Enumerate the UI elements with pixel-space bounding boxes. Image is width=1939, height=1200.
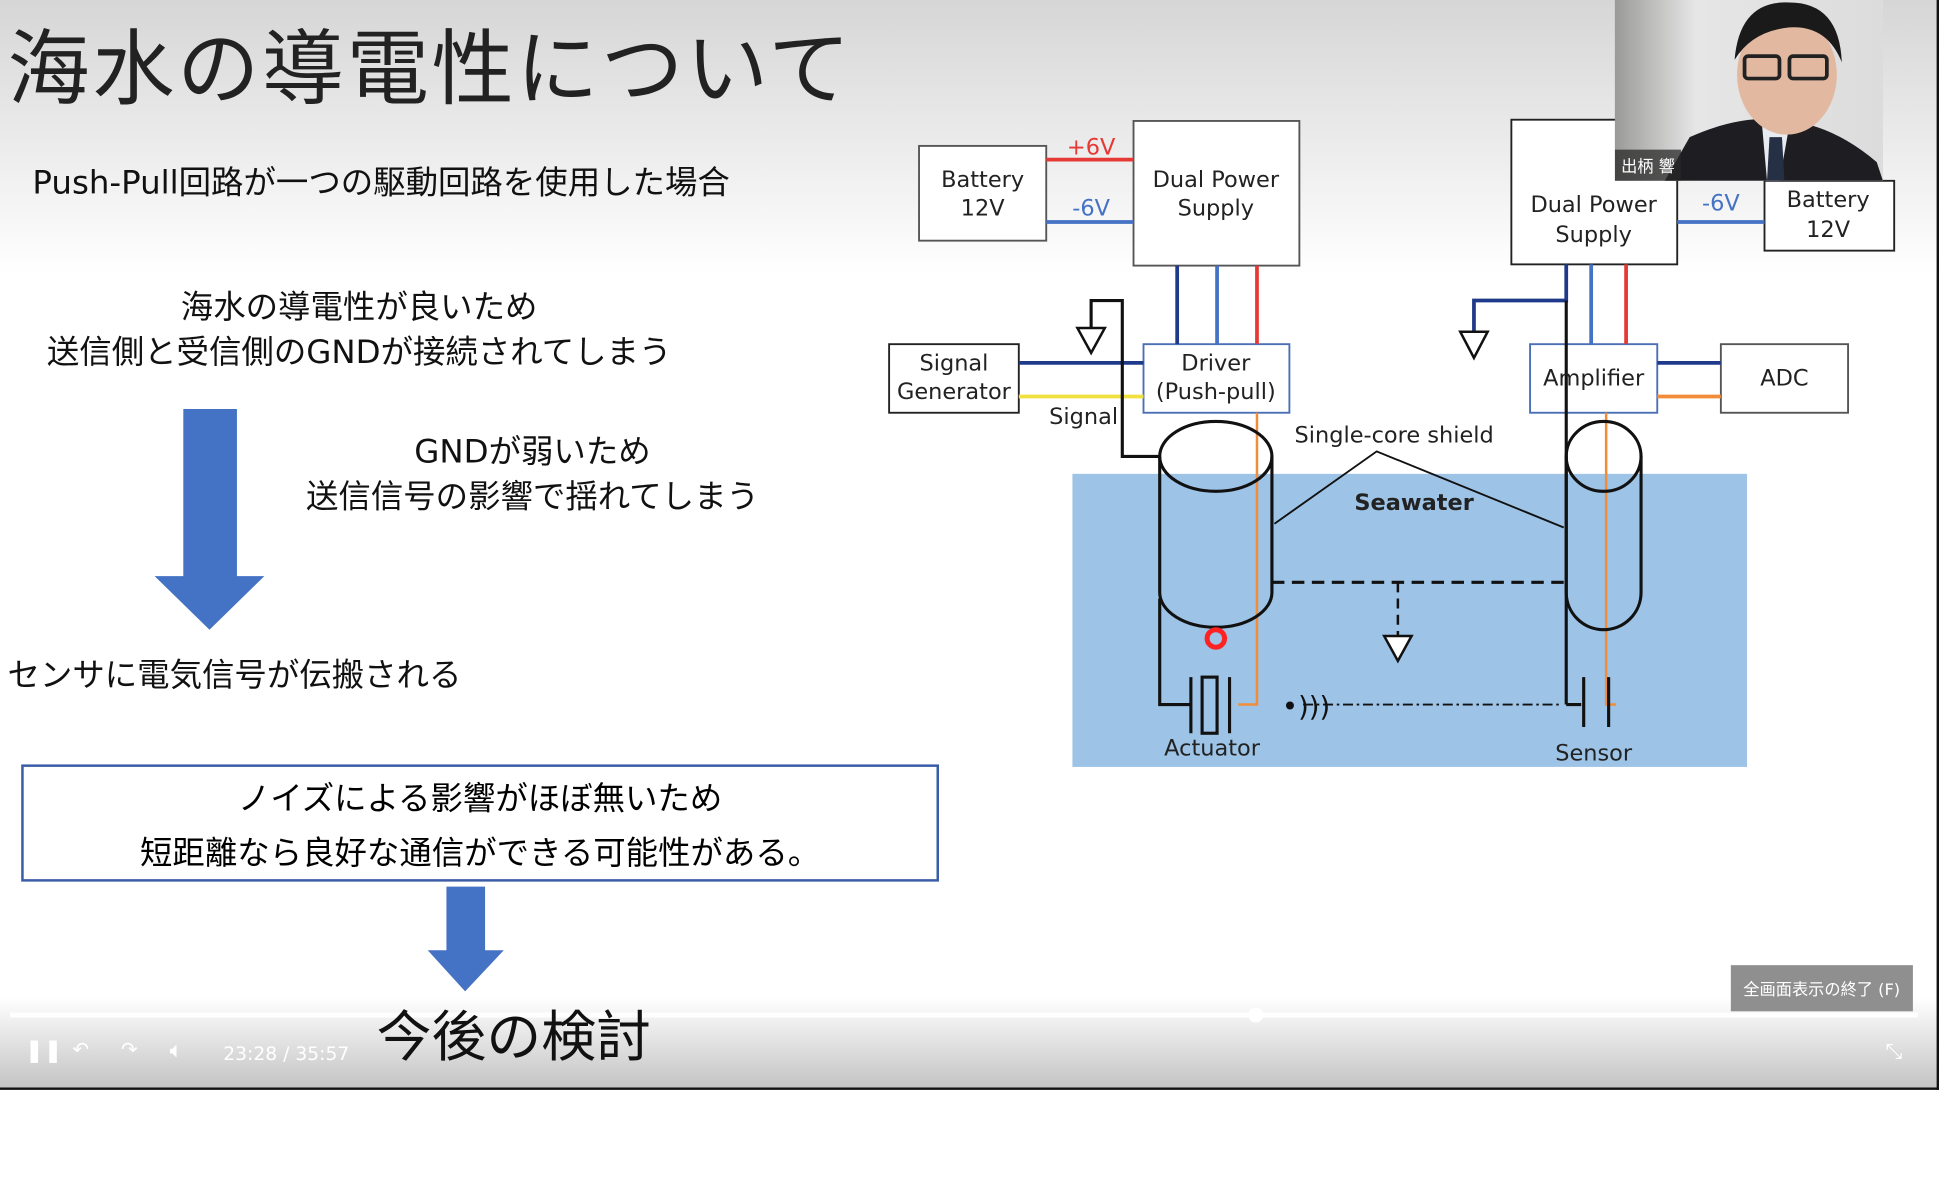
minus6-label: -6V	[1072, 196, 1110, 222]
video-frame[interactable]: 海水の導電性について Push-Pull回路が一つの駆動回路を使用した場合 海水…	[0, 0, 1939, 1090]
sound-wave-icon: •)))	[1282, 692, 1330, 723]
amplifier-label: Amplifier	[1543, 365, 1645, 391]
pause-icon[interactable]: ❚❚	[24, 1037, 63, 1064]
laser-pointer	[1204, 627, 1228, 650]
psu-right-label-2: Supply	[1555, 222, 1631, 248]
driver-box	[1142, 343, 1291, 414]
driver-label: Driver	[1181, 350, 1251, 376]
webcam-overlay: 出柄 響	[1614, 0, 1883, 181]
sensor-label: Sensor	[1555, 741, 1633, 767]
point-2: GNDが弱いため 送信信号の影響で揺れてしまう	[277, 430, 788, 520]
seawater-label: Seawater	[1354, 490, 1473, 516]
rewind-10-icon[interactable]: ↶	[72, 1037, 90, 1062]
shield-label: Single-core shield	[1295, 423, 1494, 449]
battery-right-box	[1763, 179, 1896, 252]
battery-left-voltage: 12V	[961, 196, 1006, 222]
battery-left-box	[918, 144, 1048, 242]
conclusion-line-2: 短距離なら良好な通信ができる可能性がある。	[139, 835, 821, 873]
plus6-label: +6V	[1067, 135, 1116, 161]
signal-label: Signal	[1049, 404, 1118, 430]
psu-left-label: Dual Power	[1153, 167, 1280, 193]
battery-right-voltage: 12V	[1806, 217, 1851, 243]
actuator-label: Actuator	[1164, 736, 1261, 762]
conclusion-line-1: ノイズによる影響がほぼ無いため	[237, 780, 723, 819]
amplifier-box	[1529, 343, 1659, 414]
down-arrow-small	[427, 886, 504, 992]
exit-fullscreen-tooltip: 全画面表示の終了 (F)	[1730, 965, 1913, 1012]
psu-left-label-2: Supply	[1178, 196, 1254, 222]
duration: 35:57	[295, 1042, 350, 1065]
adc-label: ADC	[1760, 365, 1808, 391]
minus6-right-label: -6V	[1702, 191, 1740, 217]
seawater-area	[1072, 473, 1748, 767]
driver-label-2: (Push-pull)	[1156, 379, 1276, 405]
point-2-line-1: GNDが弱いため	[414, 433, 651, 472]
down-arrow-large	[154, 409, 265, 630]
conclusion-box: ノイズによる影響がほぼ無いため短距離なら良好な通信ができる可能性がある。	[21, 764, 939, 882]
point-2-line-2: 送信信号の影響で揺れてしまう	[305, 478, 759, 517]
point-1-line-1: 海水の導電性が良いため	[180, 289, 538, 327]
psu-right-label: Dual Power	[1530, 192, 1657, 218]
time-display: 23:28 / 35:57	[223, 1042, 349, 1064]
result-text: センサに電気信号が伝搬される	[7, 657, 462, 695]
battery-left-label: Battery	[941, 167, 1024, 193]
point-1: 海水の導電性が良いため 送信側と受信側のGNDが接続されてしまう	[10, 286, 708, 376]
signal-generator-box	[888, 343, 1020, 414]
circuit-diagram: •))) Battery 12V Dual Power Supply +6V -…	[888, 118, 1896, 767]
psu-left-box	[1132, 120, 1301, 267]
slide-subtitle: Push-Pull回路が一つの駆動回路を使用した場合	[32, 164, 730, 203]
forward-10-icon[interactable]: ↷	[120, 1037, 138, 1062]
slide-title: 海水の導電性について	[7, 21, 853, 118]
signal-generator-label-2: Generator	[897, 379, 1012, 405]
current-time: 23:28	[223, 1042, 278, 1065]
exit-fullscreen-icon[interactable]: ⤡	[1885, 1039, 1903, 1065]
signal-generator-label: Signal	[919, 350, 988, 376]
point-1-line-2: 送信側と受信側のGNDが接続されてしまう	[46, 334, 672, 372]
seek-thumb[interactable]	[1248, 1007, 1264, 1023]
battery-right-label: Battery	[1787, 187, 1870, 213]
speaker-video	[1664, 2, 1883, 181]
adc-box	[1719, 343, 1849, 414]
arrows	[154, 409, 504, 992]
next-steps-heading: 今後の検討	[376, 1006, 651, 1070]
volume-icon[interactable]: 🔈︎	[169, 1037, 184, 1064]
time-separator: /	[283, 1042, 290, 1065]
participant-name: 出柄 響	[1614, 149, 1682, 181]
seek-bar[interactable]	[9, 1012, 1918, 1018]
